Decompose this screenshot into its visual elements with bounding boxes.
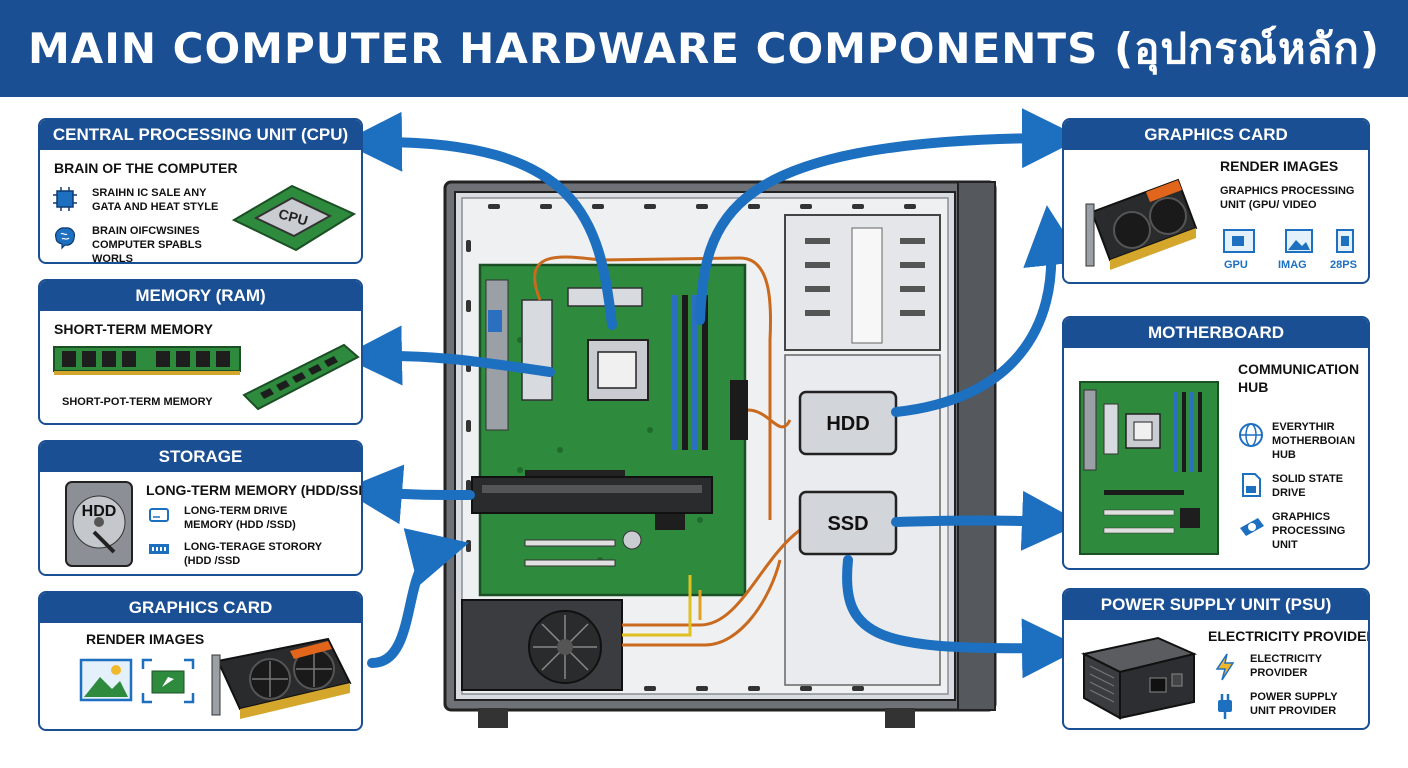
graphics-card-right-icon-label-3: 28PS	[1330, 259, 1357, 271]
psu-item-1: ELECTRICITY PROVIDER	[1250, 653, 1322, 679]
graphics-card-right-illustration	[1085, 178, 1198, 270]
storage-hdd-label: HDD	[82, 503, 117, 520]
brain-icon	[55, 227, 76, 250]
motherboard-item-1: EVERYTHIR MOTHERBOIAN HUB	[1272, 421, 1356, 461]
arrow-to-motherboard-card	[891, 490, 1082, 551]
ram-stick-angled-illustration	[242, 343, 360, 411]
lightning-icon	[1215, 653, 1235, 681]
cpu-chip-illustration: CPU	[231, 184, 357, 252]
cpu-card-header: CENTRAL PROCESSING UNIT (CPU)	[40, 120, 361, 150]
title-banner: MAIN COMPUTER HARDWARE COMPONENTS (อุปกร…	[0, 0, 1408, 97]
storage-card: STORAGE HDD LONG-TERM MEMORY (HDD/SSD) L…	[38, 440, 363, 576]
sd-card-icon	[1242, 473, 1261, 497]
motherboard-item-2: SOLID STATE DRIVE	[1272, 473, 1344, 499]
ssd-label: SSD	[827, 513, 868, 535]
graphics-card-left-header: GRAPHICS CARD	[40, 593, 361, 623]
ram-subtitle: SHORT-TERM MEMORY	[54, 321, 213, 337]
motherboard-card-header: MOTHERBOARD	[1064, 318, 1368, 348]
psu-subtitle: ELECTRICITY PROVIDER	[1208, 628, 1370, 644]
cpu-card: CENTRAL PROCESSING UNIT (CPU) BRAIN OF T…	[38, 118, 363, 264]
hdd-label: HDD	[826, 413, 869, 435]
psu-card: POWER SUPPLY UNIT (PSU) ELECTRICITY PROV…	[1062, 588, 1370, 730]
graphics-card-left-subtitle: RENDER IMAGES	[86, 631, 205, 647]
drive-icon	[149, 508, 169, 522]
graphics-card-left-card: GRAPHICS CARD RENDER IMAGES	[38, 591, 363, 731]
arrow-to-cpu	[342, 111, 617, 330]
graphics-card-right-card: GRAPHICS CARD RENDER IMAGES GRAPHICS PRO…	[1062, 118, 1370, 284]
arrow-to-graphics-card-right	[695, 108, 1082, 325]
ram-card-header: MEMORY (RAM)	[40, 281, 361, 311]
chip-icon	[53, 187, 77, 211]
motherboard-item-3: GRAPHICS PROCESSING UNIT	[1272, 511, 1346, 551]
graphics-card-right-line-1: GRAPHICS PROCESSING UNIT (GPU/ VIDEO	[1220, 185, 1355, 211]
arrow-to-motherboard	[891, 205, 1083, 417]
arrow-to-psu	[842, 555, 1082, 679]
cpu-line-2: BRAIN OIFCWSINES COMPUTER SPABLS WORLS	[92, 225, 202, 264]
arrow-to-ram	[342, 325, 555, 386]
arrow-from-graphics-card-left	[367, 528, 470, 668]
graphics-card-right-header: GRAPHICS CARD	[1064, 120, 1368, 150]
gpu-icon-2	[1240, 518, 1264, 536]
motherboard-card: MOTHERBOARD COMMUNICATION HUB EVERYTHIR …	[1062, 316, 1370, 570]
connector-arrows	[342, 108, 1083, 679]
cpu-line-1: SRAIHN IC SALE ANY GATA AND HEAT STYLE	[92, 187, 219, 213]
ram-card: MEMORY (RAM) SHORT-TERM MEMORY SHORT-POT…	[38, 279, 363, 425]
cpu-subtitle: BRAIN OF THE COMPUTER	[54, 160, 238, 176]
cpu-chip-label: CPU	[277, 205, 310, 228]
graphics-card-right-icon-label-1: GPU	[1224, 259, 1248, 271]
speed-icon	[1336, 229, 1354, 253]
gpu-icon	[1223, 229, 1255, 253]
motherboard-subtitle: COMMUNICATION HUB	[1238, 361, 1360, 395]
plug-icon	[1218, 694, 1232, 719]
psu-card-header: POWER SUPPLY UNIT (PSU)	[1064, 590, 1368, 620]
storage-line-2: LONG-TERAGE STORORY (HDD /SSD	[184, 541, 322, 567]
ram-caption: SHORT-POT-TERM MEMORY	[62, 396, 213, 408]
graphics-card-left-illustration	[211, 637, 352, 719]
memory-chip-icon	[149, 544, 169, 554]
page-title: MAIN COMPUTER HARDWARE COMPONENTS (อุปกร…	[27, 23, 1381, 73]
image-icon-2	[1285, 229, 1313, 253]
psu-illustration	[1081, 636, 1198, 720]
ssd-drive: SSD	[798, 490, 898, 556]
arrow-to-storage	[342, 464, 475, 525]
gpu-display-icon	[141, 658, 195, 704]
ram-stick-flat-illustration	[53, 346, 241, 375]
image-icon	[79, 658, 133, 702]
storage-line-1: LONG-TERM DRIVE MEMORY (HDD /SSD)	[184, 505, 296, 531]
motherboard-illustration	[1079, 381, 1219, 555]
graphics-card-right-subtitle: RENDER IMAGES	[1220, 158, 1339, 174]
globe-icon	[1239, 423, 1263, 447]
storage-subtitle: LONG-TERM MEMORY (HDD/SSD)	[146, 482, 363, 498]
power-cables	[533, 255, 801, 647]
hdd-drive: HDD	[798, 390, 898, 456]
psu-item-2: POWER SUPPLY UNIT PROVIDER	[1250, 691, 1338, 717]
hdd-illustration: HDD	[65, 481, 133, 567]
graphics-card-right-icon-label-2: IMAG	[1278, 259, 1307, 271]
storage-card-header: STORAGE	[40, 442, 361, 472]
